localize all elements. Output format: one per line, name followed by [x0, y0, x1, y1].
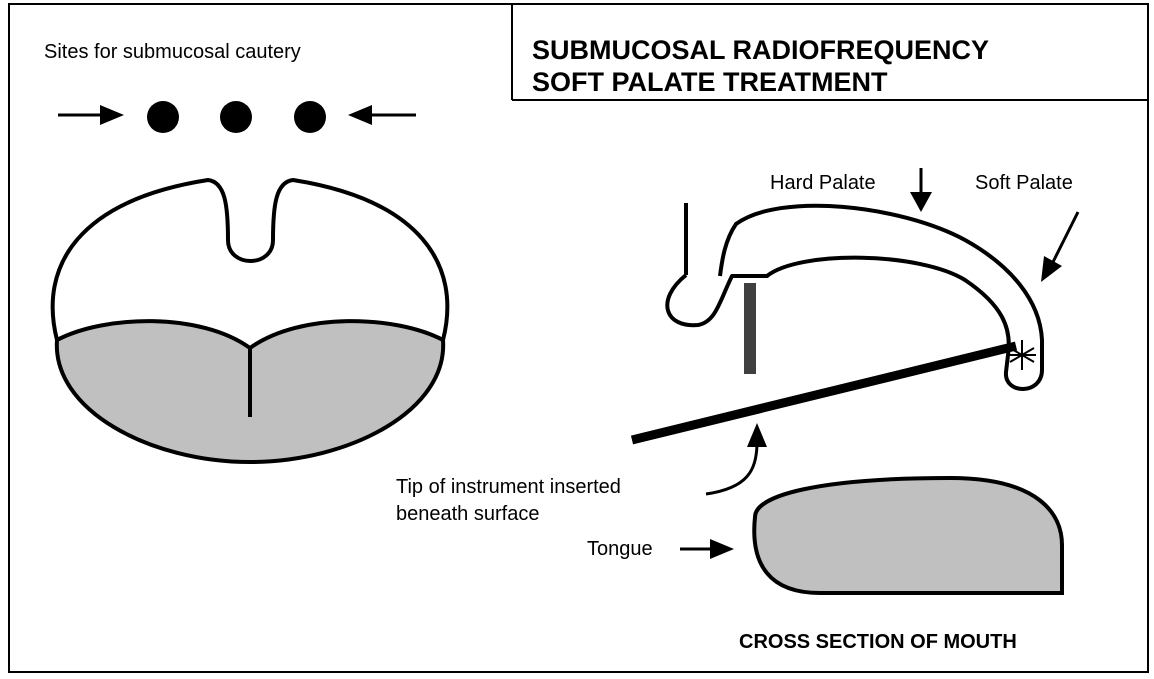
sites-label: Sites for submucosal cautery	[44, 40, 301, 64]
front-palate-outline	[53, 180, 448, 340]
soft-palate-arrow-shaft	[1052, 212, 1078, 264]
cautery-site-dot	[294, 101, 326, 133]
soft-palate-arrow-head	[1041, 256, 1062, 282]
title-line-1: SUBMUCOSAL RADIOFREQUENCY	[532, 35, 989, 66]
right-arrow-head	[348, 105, 372, 125]
front-view	[53, 101, 448, 462]
hard-palate-label: Hard Palate	[770, 171, 876, 195]
tongue-label: Tongue	[587, 537, 653, 561]
cross-section-tongue	[754, 478, 1062, 593]
palate-body	[667, 206, 1042, 389]
instrument-shaft	[632, 346, 1016, 440]
tongue-arrow-head	[710, 539, 734, 559]
cross-section-caption: CROSS SECTION OF MOUTH	[739, 630, 1017, 654]
tip-label-line-1: Tip of instrument inserted	[396, 475, 621, 499]
tip-curved-arrow	[706, 445, 757, 494]
tooth-bar	[744, 283, 756, 374]
soft-palate-label: Soft Palate	[975, 171, 1073, 195]
title-line-2: SOFT PALATE TREATMENT	[532, 67, 887, 98]
cross-section	[632, 168, 1078, 593]
tip-curved-arrow-head	[747, 423, 767, 447]
hard-palate-arrow-head	[910, 192, 932, 212]
tip-label-line-2: beneath surface	[396, 502, 539, 526]
cautery-site-dot	[147, 101, 179, 133]
left-arrow-head	[100, 105, 124, 125]
cautery-site-dot	[220, 101, 252, 133]
